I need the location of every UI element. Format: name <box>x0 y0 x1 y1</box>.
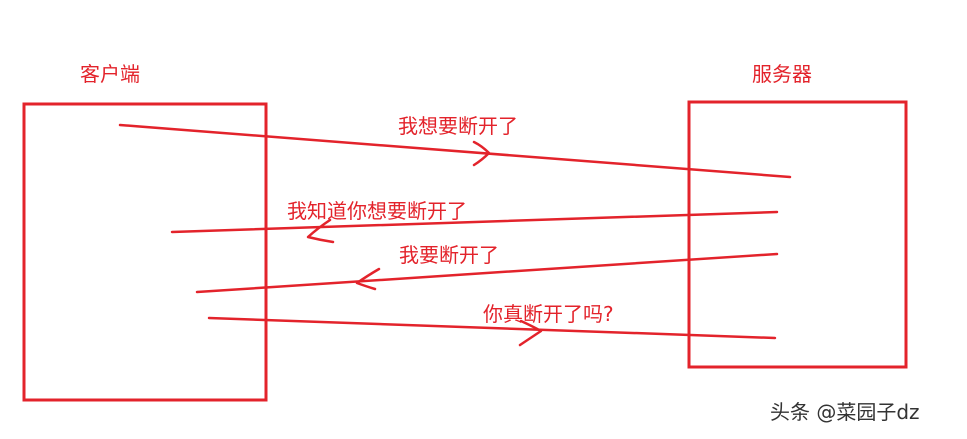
message-line-4 <box>207 316 777 340</box>
server-label: 服务器 <box>752 62 812 86</box>
watermark-text: 头条 @菜园子dz <box>770 400 920 424</box>
arrowhead-1 <box>472 140 491 167</box>
client-label: 客户端 <box>80 62 140 86</box>
message-label-2: 我知道你想要断开了 <box>287 199 467 223</box>
message-line-3 <box>195 252 779 294</box>
message-label-1: 我想要断开了 <box>398 114 518 138</box>
message-line-1 <box>118 123 792 179</box>
client-box <box>22 102 268 402</box>
message-line-2 <box>170 210 779 234</box>
message-label-4: 你真断开了吗? <box>483 302 614 326</box>
arrowhead-2 <box>306 218 335 244</box>
arrowhead-4 <box>518 319 543 347</box>
arrowhead-3 <box>355 267 381 291</box>
message-label-3: 我要断开了 <box>399 243 499 267</box>
server-box <box>687 100 908 369</box>
